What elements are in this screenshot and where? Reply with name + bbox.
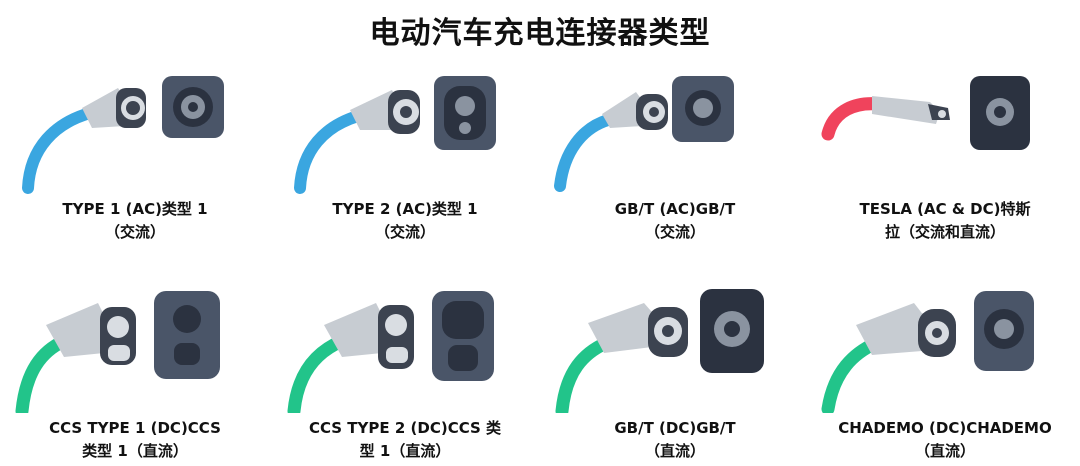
type2-ac-plug-icon [294, 76, 496, 194]
connector-label: GB/T (AC)GB/T （交流） [550, 198, 800, 244]
connector-label-line2: （交流） [374, 223, 435, 241]
connector-label-line1: GB/T (AC)GB/T [614, 200, 736, 218]
connector-illustration [810, 68, 1080, 198]
connector-label: TYPE 2 (AC)类型 1 （交流） [280, 198, 530, 244]
connector-tesla: TESLA (AC & DC)特斯 拉（交流和直流） [810, 68, 1080, 267]
tesla-plug-icon [821, 76, 1030, 150]
connector-label-line2: 型 1（直流） [359, 442, 451, 460]
connector-label-line1: TYPE 1 (AC)类型 1 [62, 200, 208, 218]
connector-label: CCS TYPE 1 (DC)CCS 类型 1（直流） [10, 417, 260, 463]
chademo-dc-plug-icon [821, 291, 1034, 413]
gbt-ac-plug-icon [554, 76, 734, 192]
connector-gbt-ac: GB/T (AC)GB/T （交流） [540, 68, 810, 267]
connector-label-line2: 类型 1（直流） [82, 442, 188, 460]
ccs1-dc-plug-icon [15, 291, 220, 413]
connector-label-line1: CCS TYPE 2 (DC)CCS 类 [308, 419, 502, 437]
connector-illustration [270, 263, 540, 413]
connector-label-line2: （交流） [104, 223, 165, 241]
connector-chademo-dc: CHADEMO (DC)CHADEMO （直流） [810, 267, 1080, 466]
connector-label: CCS TYPE 2 (DC)CCS 类 型 1（直流） [280, 417, 530, 463]
connector-grid: TYPE 1 (AC)类型 1 （交流） TYPE 2 [0, 68, 1080, 466]
connector-type1-ac: TYPE 1 (AC)类型 1 （交流） [0, 68, 270, 267]
connector-label: GB/T (DC)GB/T （直流） [550, 417, 800, 463]
connector-illustration [270, 68, 540, 198]
connector-label: TYPE 1 (AC)类型 1 （交流） [10, 198, 260, 244]
connector-illustration [540, 263, 810, 413]
connector-illustration [810, 263, 1080, 413]
connector-label-line1: TESLA (AC & DC)特斯 [859, 200, 1031, 218]
connector-label-line1: GB/T (DC)GB/T [614, 419, 736, 437]
ccs2-dc-plug-icon [287, 291, 494, 413]
connector-label: CHADEMO (DC)CHADEMO （直流） [820, 417, 1070, 463]
connector-label-line2: （交流） [644, 223, 705, 241]
connector-ccs1-dc: CCS TYPE 1 (DC)CCS 类型 1（直流） [0, 267, 270, 466]
connector-illustration [540, 68, 810, 198]
connector-label-line1: TYPE 2 (AC)类型 1 [332, 200, 478, 218]
connector-label: TESLA (AC & DC)特斯 拉（交流和直流） [820, 198, 1070, 244]
connector-label-line1: CHADEMO (DC)CHADEMO [838, 419, 1052, 437]
connector-illustration [0, 263, 270, 413]
gbt-dc-plug-icon [555, 289, 764, 413]
connector-illustration [0, 68, 270, 198]
connector-label-line2: （直流） [644, 442, 705, 460]
connector-label-line2: （直流） [914, 442, 975, 460]
page-title: 电动汽车充电连接器类型 [369, 16, 711, 51]
type1-ac-plug-icon [22, 76, 224, 194]
connector-label-line1: CCS TYPE 1 (DC)CCS [49, 419, 221, 437]
connector-label-line2: 拉（交流和直流） [884, 223, 1005, 241]
connector-gbt-dc: GB/T (DC)GB/T （直流） [540, 267, 810, 466]
connector-type2-ac: TYPE 2 (AC)类型 1 （交流） [270, 68, 540, 267]
connector-ccs2-dc: CCS TYPE 2 (DC)CCS 类 型 1（直流） [270, 267, 540, 466]
